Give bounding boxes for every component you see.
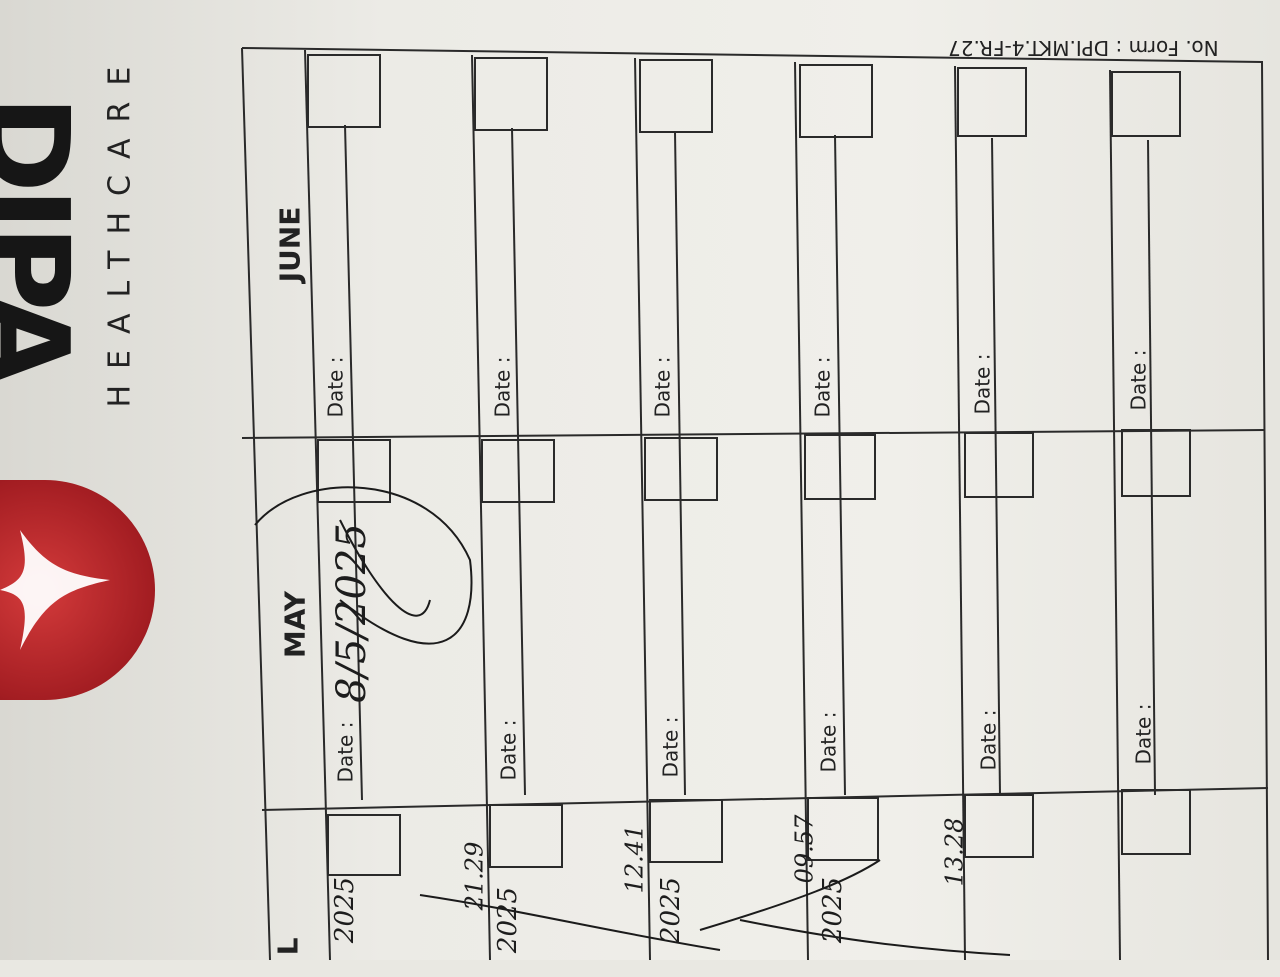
handwritten-date-may: 8/5/2025 [328, 523, 375, 703]
date-label: Date : [976, 709, 1001, 771]
date-label: Date : [816, 711, 841, 773]
handwritten-april-time: 09.57 [790, 814, 819, 884]
form-number: No. Form : DPI.MKT.4-FR.27 [948, 36, 1219, 60]
date-label: Date : [496, 719, 521, 781]
handwritten-april-year: 2025 [656, 876, 687, 944]
handwritten-april-time: 12.41 [620, 824, 649, 894]
date-label: Date : [1126, 349, 1151, 411]
date-label: Date : [970, 353, 995, 415]
handwritten-april-year: 2025 [818, 876, 849, 944]
date-label: Date : [323, 356, 348, 418]
handwritten-april-time: 21.29 [460, 841, 489, 911]
brand-name: DIPA [0, 95, 95, 380]
date-label: Date : [490, 356, 515, 418]
date-label: Date : [333, 721, 358, 783]
date-label: Date : [650, 356, 675, 418]
month-header-may: MAY [278, 590, 312, 659]
date-label: Date : [1131, 703, 1156, 765]
handwritten-april-year: 2025 [330, 876, 361, 944]
handwritten-april-time: 13.28 [940, 817, 969, 887]
date-label: Date : [810, 356, 835, 418]
date-label: Date : [658, 716, 683, 778]
brand-tagline: HEALTHCARE [102, 50, 138, 408]
month-header-june: JUNE [273, 206, 307, 283]
handwritten-april-year: 2025 [493, 886, 524, 954]
month-header-april: L [271, 937, 305, 956]
